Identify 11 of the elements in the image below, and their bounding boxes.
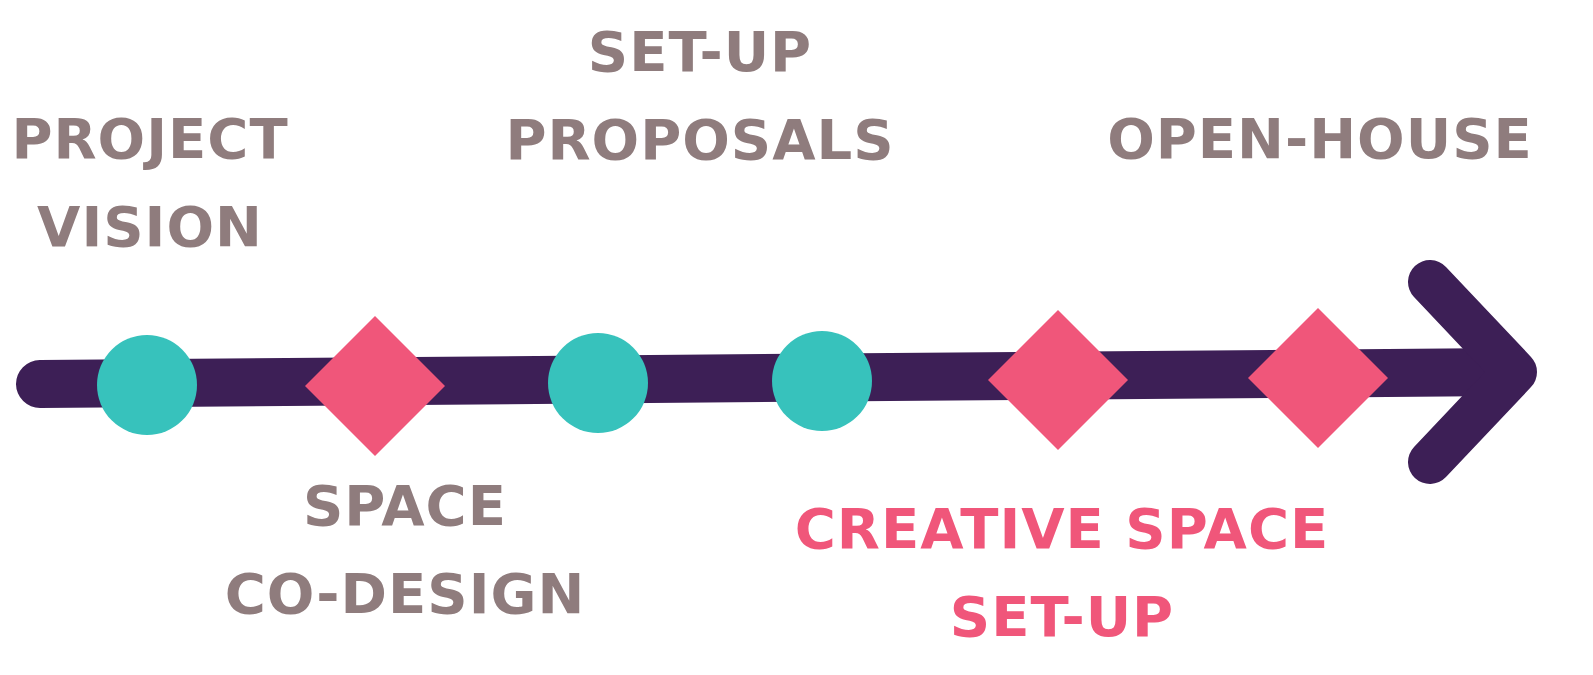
milestone-circle [97, 335, 197, 435]
milestone-circle [772, 331, 872, 431]
milestone-label: PROJECT VISION [10, 105, 290, 261]
milestone-circle [548, 333, 648, 433]
milestone-label: CREATIVE SPACE SET-UP [793, 495, 1331, 651]
milestone-label: OPEN-HOUSE [1106, 105, 1534, 173]
milestone-diamond [988, 310, 1128, 450]
milestone-diamond [1248, 308, 1388, 448]
milestone-diamond [305, 316, 445, 456]
milestone-label: SPACE CO-DESIGN [223, 472, 587, 628]
milestone-label: SET-UP PROPOSALS [504, 18, 896, 174]
